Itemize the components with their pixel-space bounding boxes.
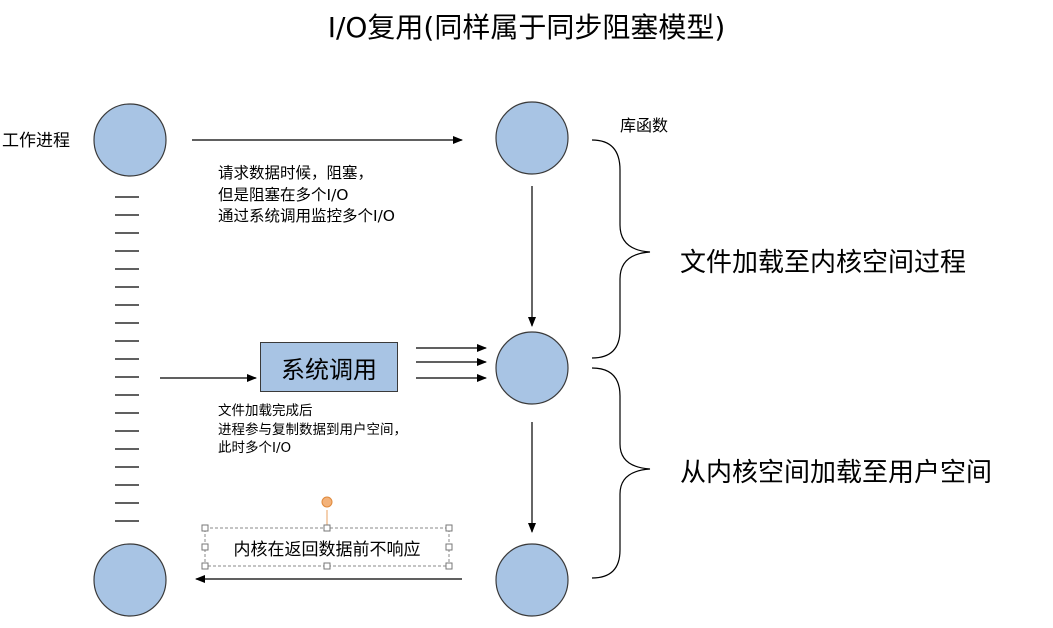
resize-handle[interactable] — [323, 562, 331, 570]
request-description-line: 但是阻塞在多个I/O — [218, 185, 349, 204]
resize-handle[interactable] — [445, 562, 453, 570]
blocking-timeline — [115, 196, 139, 522]
request-description: 请求数据时候，阻塞， 但是阻塞在多个I/O 通过系统调用监控多个I/O — [218, 163, 395, 228]
resize-handle[interactable] — [201, 524, 209, 532]
worker-node-top — [93, 103, 167, 177]
stage-kernel-to-user: 从内核空间加载至用户空间 — [680, 458, 993, 488]
completion-description-line: 进程参与复制数据到用户空间， — [218, 421, 407, 438]
request-description-line: 通过系统调用监控多个I/O — [218, 207, 395, 225]
completion-description: 文件加载完成后 进程参与复制数据到用户空间， 此时多个I/O — [218, 402, 407, 458]
worker-node-bottom — [93, 543, 167, 617]
rotate-handle[interactable] — [321, 496, 333, 508]
request-description-line: 请求数据时候，阻塞， — [218, 164, 374, 182]
library-node-bottom — [495, 543, 569, 617]
completion-description-line: 文件加载完成后 — [218, 403, 313, 419]
resize-handle[interactable] — [323, 524, 331, 532]
worker-process-label: 工作进程 — [2, 131, 70, 151]
library-node-middle — [495, 331, 569, 405]
library-node-top — [495, 101, 569, 175]
resize-handle[interactable] — [445, 543, 453, 551]
selection-frame[interactable] — [201, 496, 453, 570]
library-function-label: 库函数 — [620, 116, 669, 135]
completion-description-line: 此时多个I/O — [218, 440, 292, 456]
brace-load-to-kernel — [591, 139, 651, 359]
diagram-title: I/O复用(同样属于同步阻塞模型) — [327, 11, 726, 44]
kernel-note-textbox[interactable]: 内核在返回数据前不响应 — [233, 539, 421, 560]
resize-handle[interactable] — [445, 524, 453, 532]
syscall-box: 系统调用 — [260, 342, 398, 392]
resize-handle[interactable] — [201, 562, 209, 570]
brace-kernel-to-user — [591, 367, 651, 579]
resize-handle[interactable] — [201, 543, 209, 551]
stage-load-to-kernel: 文件加载至内核空间过程 — [680, 248, 967, 278]
